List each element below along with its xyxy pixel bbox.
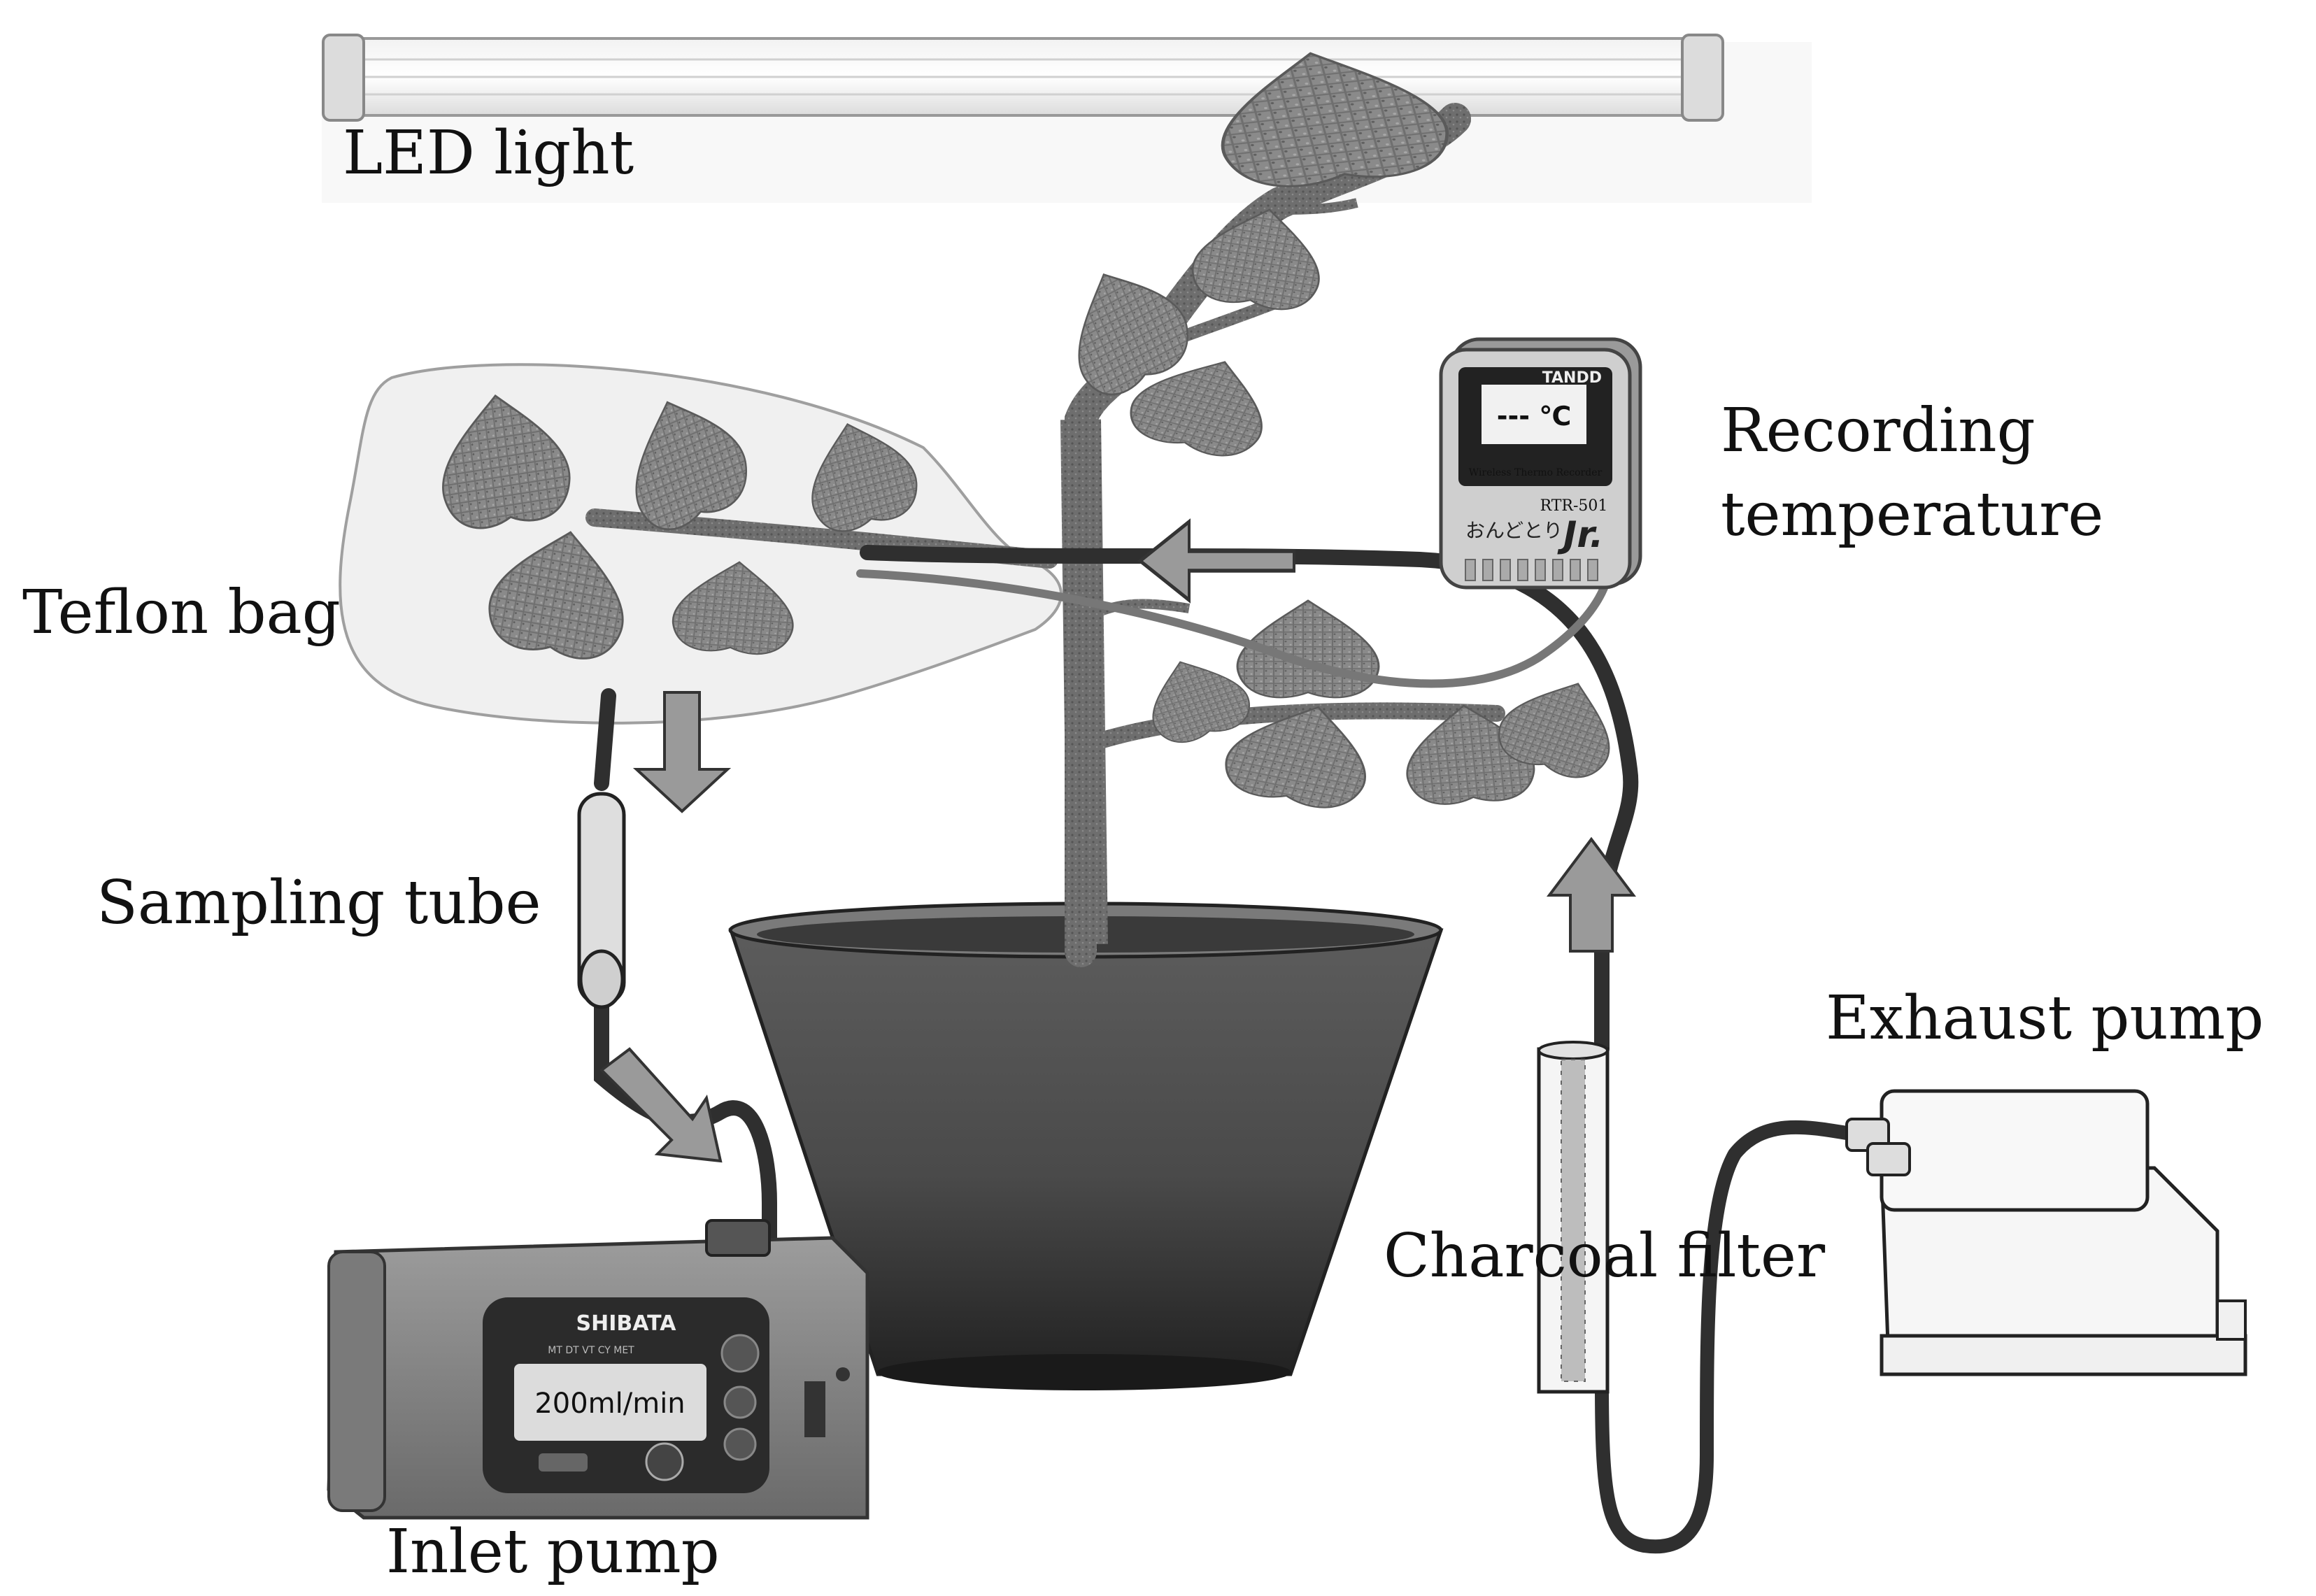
- label-recording-temperature-line1: Recording: [1721, 396, 2036, 466]
- label-led-light: LED light: [343, 118, 634, 188]
- label-sampling-tube: Sampling tube: [97, 868, 541, 938]
- sampling-tube-icon: [577, 792, 626, 1009]
- recorder-product-name: おんどとり: [1465, 519, 1563, 542]
- pump-mode-row: MT DT VT CY MET: [548, 1345, 634, 1356]
- label-recording-temperature-line2: temperature: [1721, 480, 2103, 550]
- recorder-brand: TANDD: [1542, 369, 1602, 387]
- recorder-product-suffix: Jr.: [1557, 514, 1603, 556]
- recorder-reading: --- ℃: [1497, 401, 1572, 432]
- label-inlet-pump: Inlet pump: [386, 1517, 720, 1587]
- recorder-caption: Wireless Thermo Recorder: [1469, 467, 1603, 478]
- pump-icon: SHIBATA MT DT VT CY MET 200ml/min: [327, 1219, 869, 1520]
- exhaust-pump-device: [1845, 1089, 2247, 1376]
- label-exhaust-pump: Exhaust pump: [1826, 983, 2264, 1053]
- pump-brand: SHIBATA: [576, 1311, 677, 1336]
- temperature-logger-icon: TANDD --- ℃ Wireless Thermo Recorder RTR…: [1439, 337, 1642, 590]
- charcoal-filter-icon: [1537, 1041, 1610, 1394]
- flow-arrow-icon: [599, 518, 1636, 1163]
- recorder-model: RTR-501: [1540, 497, 1608, 515]
- label-charcoal-filter: Charcoal filter: [1384, 1221, 1826, 1291]
- label-teflon-bag: Teflon bag: [22, 578, 341, 648]
- pump-display-value: 200ml/min: [534, 1388, 685, 1420]
